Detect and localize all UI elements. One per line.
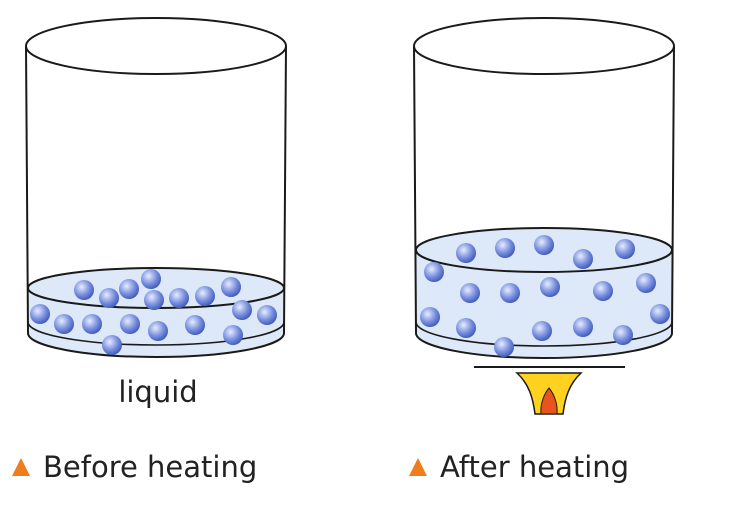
particle — [460, 283, 480, 303]
particle — [500, 283, 520, 303]
particle — [573, 249, 593, 269]
particle — [613, 325, 633, 345]
particle — [420, 307, 440, 327]
particle — [232, 300, 252, 320]
beaker-right-wall-before — [283, 45, 287, 334]
flame-inner — [540, 387, 558, 415]
burner-flame-icon — [474, 366, 625, 415]
caption-after: After heating — [440, 450, 629, 484]
beaker-rim-after — [413, 17, 675, 75]
beaker-base-edge-after — [415, 321, 673, 347]
beaker-right-wall-after — [671, 45, 675, 334]
beaker-base-edge-before — [27, 321, 285, 346]
particle — [148, 321, 168, 341]
orange-triangle-icon — [12, 458, 30, 476]
particle — [102, 335, 122, 355]
particle — [195, 286, 215, 306]
particle — [534, 235, 554, 255]
beaker-after — [413, 17, 675, 359]
particle — [120, 314, 140, 334]
particle — [424, 262, 444, 282]
particle — [82, 314, 102, 334]
particle — [650, 304, 670, 324]
particle — [636, 273, 656, 293]
particle — [223, 325, 243, 345]
particle — [54, 314, 74, 334]
caption-before: Before heating — [43, 450, 257, 484]
particle — [30, 304, 50, 324]
beaker-before — [25, 17, 287, 358]
particle — [169, 288, 189, 308]
particles-after — [420, 235, 670, 357]
liquid-body-after — [416, 250, 672, 358]
orange-triangle-icon — [409, 458, 427, 476]
beaker-left-wall-after — [413, 45, 417, 334]
particle — [532, 321, 552, 341]
particle — [456, 318, 476, 338]
particle — [495, 238, 515, 258]
particle — [144, 290, 164, 310]
particle — [573, 317, 593, 337]
particle — [593, 281, 613, 301]
particle — [221, 277, 241, 297]
particle — [540, 277, 560, 297]
particle — [185, 315, 205, 335]
beaker-rim-before — [25, 17, 287, 75]
particle — [99, 288, 119, 308]
particle — [615, 239, 635, 259]
particle — [456, 243, 476, 263]
beaker-bottom-front-before — [27, 332, 285, 358]
liquid-label: liquid — [118, 375, 197, 409]
particle — [141, 269, 161, 289]
particle — [494, 337, 514, 357]
particles-before — [30, 269, 277, 355]
beaker-left-wall-before — [25, 45, 29, 334]
particle — [74, 280, 94, 300]
beaker-bottom-front-after — [415, 332, 673, 359]
particle — [119, 279, 139, 299]
particle — [257, 305, 277, 325]
